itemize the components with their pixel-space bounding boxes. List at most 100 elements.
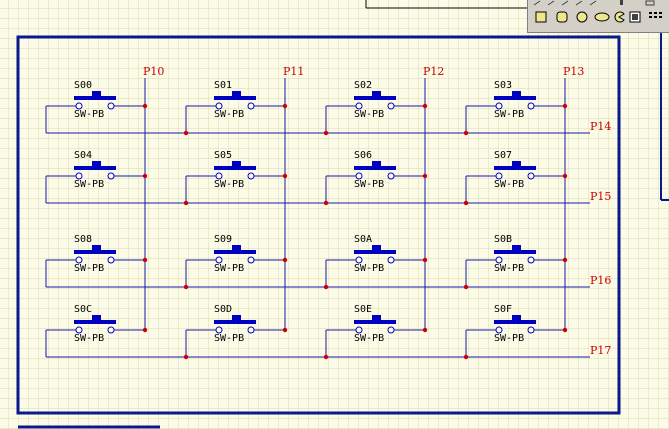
switch-name-label: S03 <box>494 80 512 91</box>
switch-name-label: S04 <box>74 150 92 161</box>
switch-type-label: SW-PB <box>354 333 384 344</box>
switch-name-label: S09 <box>214 234 232 245</box>
grid-icon[interactable] <box>648 10 664 24</box>
switch-actuator <box>354 250 396 254</box>
switch-actuator <box>214 250 256 254</box>
junction-dot <box>463 354 469 360</box>
switch-plunger <box>372 315 381 320</box>
circle-icon[interactable] <box>575 10 589 24</box>
switch-contact-left <box>355 102 363 110</box>
junction-dot <box>323 130 329 136</box>
column-port-label: P12 <box>423 65 444 78</box>
switch-actuator <box>494 320 536 324</box>
switch-actuator <box>214 166 256 170</box>
junction-dot <box>323 200 329 206</box>
toolbar-top-strip <box>533 0 655 6</box>
switch-contact-left <box>75 326 83 334</box>
junction-dot <box>463 130 469 136</box>
switch-type-label: SW-PB <box>214 109 244 120</box>
switch-type-label: SW-PB <box>74 333 104 344</box>
switch-contact-right <box>247 172 255 180</box>
switch-contact-right <box>387 172 395 180</box>
switch-contact-right <box>387 326 395 334</box>
switch-type-label: SW-PB <box>214 263 244 274</box>
switch-name-label: S00 <box>74 80 92 91</box>
switch-type-label: SW-PB <box>494 333 524 344</box>
switch-name-label: S0C <box>74 304 92 315</box>
junction-dot <box>422 103 428 109</box>
junction-dot <box>422 173 428 179</box>
switch-actuator <box>494 250 536 254</box>
switch-contact-left <box>75 172 83 180</box>
switch-plunger <box>372 245 381 250</box>
switch-type-label: SW-PB <box>354 109 384 120</box>
junction-dot <box>463 284 469 290</box>
switch-name-label: S0D <box>214 304 232 315</box>
switch-plunger <box>92 161 101 166</box>
switch-actuator <box>74 250 116 254</box>
rounded-square-icon[interactable] <box>555 10 569 24</box>
ellipse-icon[interactable] <box>593 10 611 24</box>
pacman-icon[interactable] <box>612 10 626 24</box>
square-icon[interactable] <box>534 10 548 24</box>
pushbutton-switch[interactable]: S0C SW-PB <box>74 304 116 344</box>
junction-dot <box>323 284 329 290</box>
switch-type-label: SW-PB <box>354 263 384 274</box>
junction-dot <box>422 257 428 263</box>
junction-dot <box>562 257 568 263</box>
switch-plunger <box>512 245 521 250</box>
switch-contact-left <box>355 256 363 264</box>
switch-contact-right <box>527 326 535 334</box>
row-port-label: P14 <box>590 120 611 133</box>
column-port-label: P10 <box>143 65 164 78</box>
wires-layer <box>45 78 590 358</box>
symbol-icon[interactable] <box>628 10 642 24</box>
junction-dot <box>323 354 329 360</box>
switch-contact-right <box>107 256 115 264</box>
junction-dot <box>183 284 189 290</box>
switch-type-label: SW-PB <box>214 179 244 190</box>
switch-contact-left <box>355 172 363 180</box>
pushbutton-switch[interactable]: S0F SW-PB <box>494 304 536 344</box>
switch-name-label: S0F <box>494 304 512 315</box>
switch-actuator <box>74 166 116 170</box>
switch-actuator <box>214 320 256 324</box>
switch-actuator <box>494 96 536 100</box>
switch-actuator <box>494 166 536 170</box>
junction-dot <box>183 200 189 206</box>
row-port-label: P17 <box>590 344 611 357</box>
switch-contact-right <box>247 256 255 264</box>
switch-contact-right <box>107 172 115 180</box>
switch-name-label: S08 <box>74 234 92 245</box>
junction-dot <box>183 354 189 360</box>
switch-actuator <box>74 96 116 100</box>
switch-type-label: SW-PB <box>74 179 104 190</box>
junction-dot <box>282 257 288 263</box>
switch-plunger <box>372 161 381 166</box>
junction-dot <box>142 173 148 179</box>
switch-type-label: SW-PB <box>74 109 104 120</box>
switch-name-label: S05 <box>214 150 232 161</box>
switch-plunger <box>372 91 381 96</box>
switch-actuator <box>214 96 256 100</box>
switch-name-label: S02 <box>354 80 372 91</box>
switch-contact-left <box>75 256 83 264</box>
switch-contact-right <box>107 102 115 110</box>
row-port-label: P15 <box>590 190 611 203</box>
switch-type-label: SW-PB <box>74 263 104 274</box>
